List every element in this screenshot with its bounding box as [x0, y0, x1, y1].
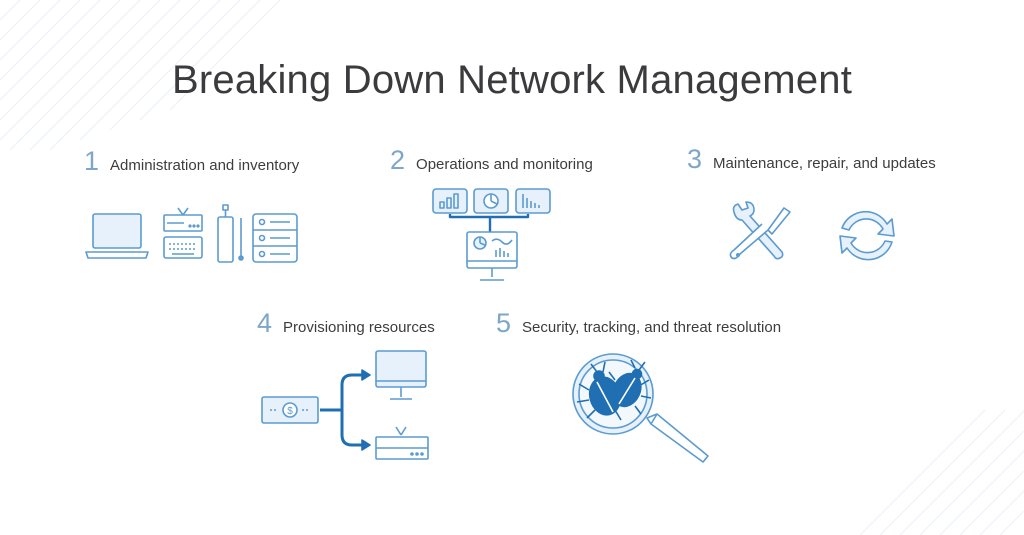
step-5: 5 Security, tracking, and threat resolut…	[496, 308, 781, 339]
keyboard-icon	[163, 236, 203, 259]
step-5-icons	[572, 353, 709, 463]
monitor-dashboard-icon	[466, 231, 518, 281]
magnifier-bugs-icon	[572, 353, 709, 463]
bar-chart-icon	[432, 188, 468, 214]
router-icon	[375, 426, 429, 460]
laptop-icon	[85, 213, 149, 259]
step-1: 1 Administration and inventory	[84, 146, 299, 177]
cable-icon	[217, 204, 244, 263]
step-label: Operations and monitoring	[416, 156, 593, 173]
step-label: Administration and inventory	[110, 157, 300, 174]
step-number: 2	[390, 145, 406, 175]
step-3: 3 Maintenance, repair, and updates	[687, 144, 936, 175]
monitor-icon	[375, 350, 427, 400]
step-label: Maintenance, repair, and updates	[713, 155, 936, 172]
step-number: 5	[496, 308, 512, 338]
background-stripes-bottom-right	[860, 410, 1024, 535]
money-icon: $	[261, 396, 319, 424]
step-label: Provisioning resources	[283, 319, 435, 336]
refresh-icon	[839, 210, 895, 261]
tools-icon	[729, 201, 791, 260]
svg-text:$: $	[287, 406, 293, 417]
step-number: 4	[257, 308, 273, 338]
router-icon	[163, 207, 203, 232]
step-4: 4 Provisioning resources	[257, 308, 435, 339]
step-2-icons	[432, 188, 551, 281]
pie-chart-icon	[473, 188, 509, 214]
step-4-icons: $	[261, 350, 429, 460]
step-number: 3	[687, 144, 703, 174]
step-3-icons	[729, 201, 895, 261]
column-chart-icon	[515, 188, 551, 214]
step-2: 2 Operations and monitoring	[390, 145, 593, 176]
step-1-icons	[85, 204, 298, 263]
step-label: Security, tracking, and threat resolutio…	[522, 319, 782, 336]
server-icon	[252, 213, 298, 263]
page-title: Breaking Down Network Management	[171, 58, 853, 102]
step-number: 1	[84, 146, 100, 176]
